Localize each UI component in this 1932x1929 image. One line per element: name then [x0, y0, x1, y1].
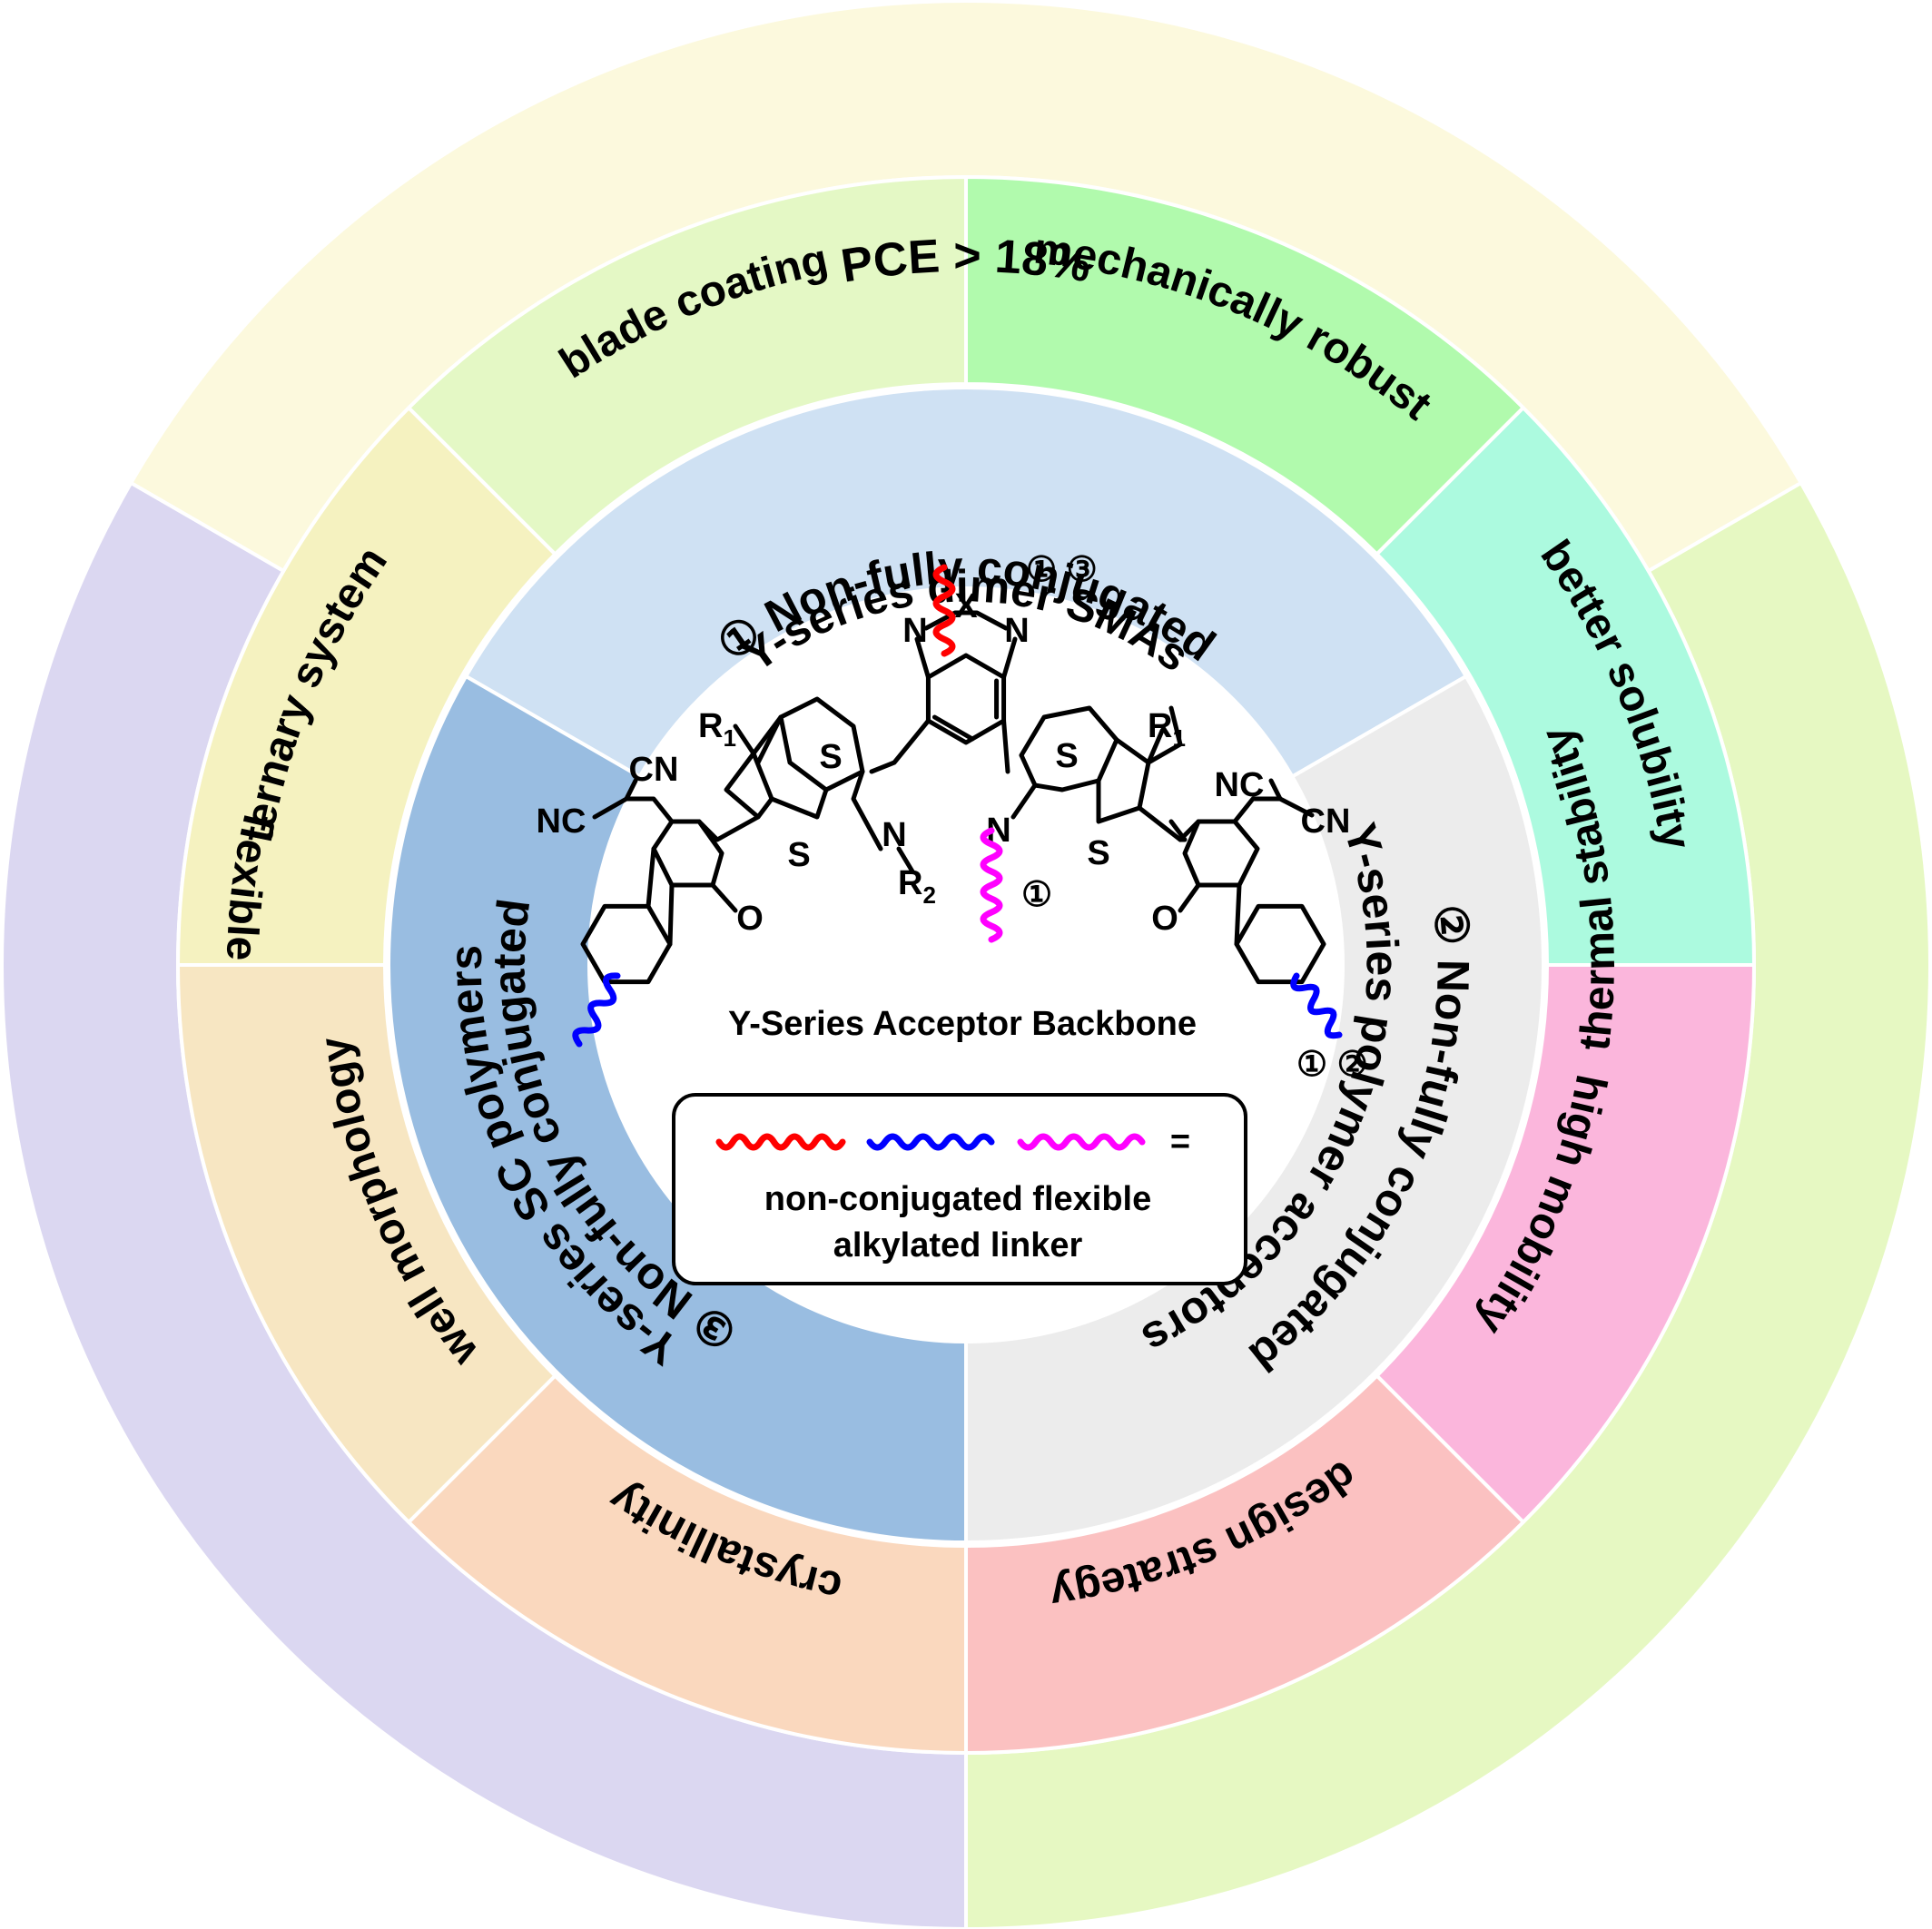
legend-red-linker [715, 1133, 846, 1151]
bond [1001, 718, 1010, 774]
bond [646, 846, 656, 909]
label-NC-left: NC [537, 802, 586, 841]
legend-line1: non-conjugated flexible [764, 1180, 1151, 1218]
bond [1232, 796, 1283, 824]
linker-magenta-middle [980, 827, 1003, 943]
bond [932, 714, 975, 742]
chain-marker-middle: ① [1021, 876, 1052, 914]
atom-N-left: N [902, 612, 927, 650]
atom-X: X [954, 587, 978, 625]
linker-blue-right [1290, 972, 1343, 1039]
bond [1178, 882, 1201, 913]
subscript-1: 1 [1172, 724, 1185, 752]
bond [624, 778, 638, 802]
bond [851, 769, 883, 851]
atom-S-bottom-right: S [1087, 834, 1109, 872]
atom-N-pyrrole-left: N [882, 816, 906, 854]
atom-S-bottom-left: S [787, 836, 810, 874]
bond [624, 796, 675, 824]
label-CN-right: CN [1301, 802, 1351, 841]
bond [869, 718, 931, 774]
legend-line2: alkylated linker [833, 1226, 1083, 1265]
bond [896, 846, 915, 874]
middle-segment [406, 174, 968, 557]
bond [592, 796, 629, 820]
atom-S-top-left: S [819, 738, 842, 776]
bond [724, 751, 774, 820]
bond [1146, 705, 1183, 765]
bond [1234, 882, 1242, 947]
label-CN-left-top: CN [629, 751, 679, 789]
linker-red-top [932, 564, 956, 657]
legend-magenta-linker [1017, 1133, 1146, 1151]
bond [1001, 636, 1018, 680]
step-marker: ② [1424, 902, 1479, 947]
atom-N-right: N [1004, 612, 1029, 650]
subscript-2: 2 [922, 881, 935, 909]
legend-blue-linker [866, 1133, 995, 1151]
subscript-1: 1 [723, 724, 735, 752]
legend-equals: = [1170, 1123, 1190, 1161]
label-NC-right-top: NC [1215, 766, 1265, 804]
backbone-label: Y-Series Acceptor Backbone [728, 1005, 1197, 1043]
atom-O-right: O [1151, 900, 1178, 938]
bond [755, 714, 784, 765]
bond [667, 882, 675, 947]
atom-O-left: O [736, 900, 764, 938]
chain-marker-top: ① ③ [1026, 551, 1098, 589]
bond [914, 636, 931, 680]
bond [1268, 778, 1283, 802]
chain-marker-right: ① ② [1296, 1046, 1368, 1084]
bond [733, 723, 756, 756]
bond [923, 610, 1009, 631]
bond [1137, 805, 1201, 842]
bond [1277, 796, 1315, 818]
bond [710, 882, 738, 913]
linker-blue-left [572, 972, 621, 1048]
atom-S-top-right: S [1055, 737, 1078, 775]
bond [1146, 728, 1165, 765]
